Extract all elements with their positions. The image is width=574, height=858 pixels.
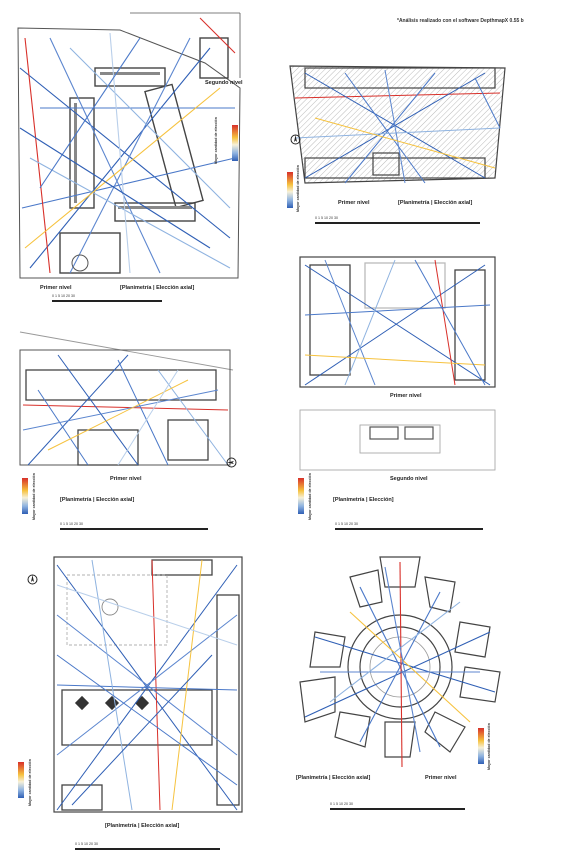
plan-1-drawing <box>10 8 250 288</box>
plan-5-drawing <box>52 555 244 815</box>
plan-6-drawing <box>290 552 530 772</box>
plan-4-legend-bar <box>298 478 304 514</box>
plan-4-svg <box>299 256 496 471</box>
plan-2-north-icon <box>290 132 301 145</box>
plan-3-drawing <box>18 330 243 470</box>
plan-3-north-icon <box>226 455 237 468</box>
plan-6-svg <box>299 556 501 768</box>
plan-6-scale-ticks: 0 1 5 10 20 30 <box>330 802 353 806</box>
plan-2-svg <box>289 65 506 184</box>
plan-3-legend-bar <box>22 478 28 514</box>
plan-4-drawing <box>295 255 500 475</box>
plan-1-level-label: Primer nivel <box>40 285 72 291</box>
plan-6-legend-bar <box>478 728 484 764</box>
plan-2-scale-ticks: 0 1 5 10 20 30 <box>315 216 338 220</box>
plan-6-legend-text: Mayor cantidad de elección <box>487 723 491 770</box>
plan-1-second-level-label: Segundo nivel <box>205 80 243 86</box>
plan-3-level-label: Primer nivel <box>110 476 142 482</box>
plan-6-level-label: Primer nivel <box>425 775 457 781</box>
plan-1-title: [Planimetría | Elección axial] <box>120 285 195 291</box>
plan-3-legend-text: Mayor cantidad de elección <box>32 473 36 520</box>
plan-5-scale-ticks: 0 1 5 10 20 30 <box>75 842 98 846</box>
plan-5-legend-bar <box>18 762 24 798</box>
plan-3-svg <box>19 331 234 466</box>
plan-4-scale-ticks: 0 1 5 10 20 30 <box>335 522 358 526</box>
plan-2-level-label: Primer nivel <box>338 200 370 206</box>
plan-5-title: [Planimetría | Elección axial] <box>105 823 180 829</box>
plan-5-north-icon <box>27 572 38 585</box>
plan-5-svg <box>53 556 243 813</box>
plan-2-legend-bar <box>287 172 293 208</box>
software-note: *Análisis realizado con el software Dept… <box>397 18 524 24</box>
plan-3-scale-ticks: 0 1 5 10 20 30 <box>60 522 83 526</box>
plan-3-title: [Planimetría | Elección axial] <box>60 497 135 503</box>
plan-4-level-label: Primer nivel <box>390 393 422 399</box>
plan-1-scale-ticks: 0 1 5 10 20 30 <box>52 294 75 298</box>
plan-4-legend-text: Mayor cantidad de elección <box>308 473 312 520</box>
plan-4-second-level-label: Segundo nivel <box>390 476 428 482</box>
plan-1-svg <box>17 12 241 279</box>
plan-6-title: [Planimetría | Elección axial] <box>296 775 371 781</box>
plan-4-title: [Planimetría | Elección] <box>333 497 394 503</box>
plan-2-drawing <box>285 58 525 198</box>
plan-5-legend-text: Mayor cantidad de elección <box>28 759 32 806</box>
plan-1-legend-text: Mayor cantidad de elección <box>214 117 218 164</box>
plan-1-legend-bar <box>232 125 238 161</box>
plan-2-title: [Planimetría | Elección axial] <box>398 200 473 206</box>
plan-2-legend-text: Mayor cantidad de elección <box>296 165 300 212</box>
